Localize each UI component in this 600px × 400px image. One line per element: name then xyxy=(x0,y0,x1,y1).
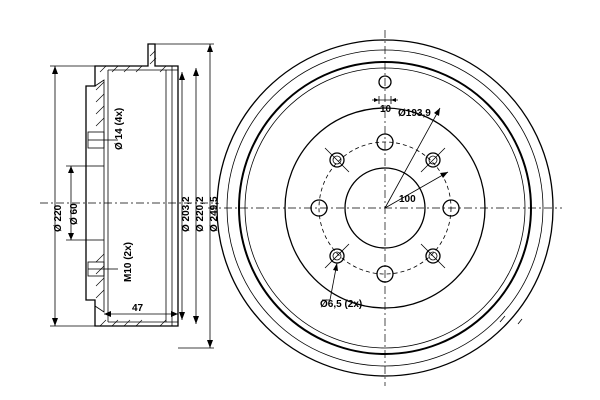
side-section-view: Ø 220 Ø 60 Ø 14 (4x) M10 (2x) 47 Ø 203,2… xyxy=(40,43,220,349)
dim-d249-label: Ø 249,5 xyxy=(209,196,220,232)
dim-d220-2-label: Ø 220,2 xyxy=(195,196,206,232)
bolt-hole-right xyxy=(442,199,460,217)
front-view: 100 Ø193,9 10 Ø6,5 (2x) xyxy=(208,30,562,386)
dim-d203-label: Ø 203,2 xyxy=(181,196,192,232)
dim-10-label: 10 xyxy=(380,104,392,115)
section-hatching xyxy=(95,50,167,327)
drum-outer-profile xyxy=(85,43,179,327)
dim-d60-label: Ø 60 xyxy=(69,203,80,225)
dim-bolt-hole-label: Ø 14 (4x) xyxy=(114,108,125,150)
center-bore-circle xyxy=(344,167,426,249)
dim-hole-label: Ø6,5 (2x) xyxy=(320,299,362,310)
dim-line-100 xyxy=(384,171,449,209)
dim-width-label: 47 xyxy=(132,303,144,314)
outer-rim-circle xyxy=(216,39,554,377)
hub-wall xyxy=(94,79,105,313)
dim-pcd-label: Ø193,9 xyxy=(398,108,431,119)
dim-line-pcd xyxy=(384,107,441,209)
dim-d220-label: Ø 220 xyxy=(53,204,64,232)
bolt-hole-left xyxy=(310,199,328,217)
upper-hole xyxy=(378,75,392,89)
thread-hole-upper-left xyxy=(329,152,345,168)
thread-hole-lower-right xyxy=(425,248,441,264)
bolt-hole-top xyxy=(376,133,394,151)
dim-100-label: 100 xyxy=(399,194,416,205)
thread-hole-upper-right xyxy=(425,152,441,168)
bolt-hole-bottom xyxy=(376,265,394,283)
dim-thread-label: M10 (2x) xyxy=(123,242,134,282)
